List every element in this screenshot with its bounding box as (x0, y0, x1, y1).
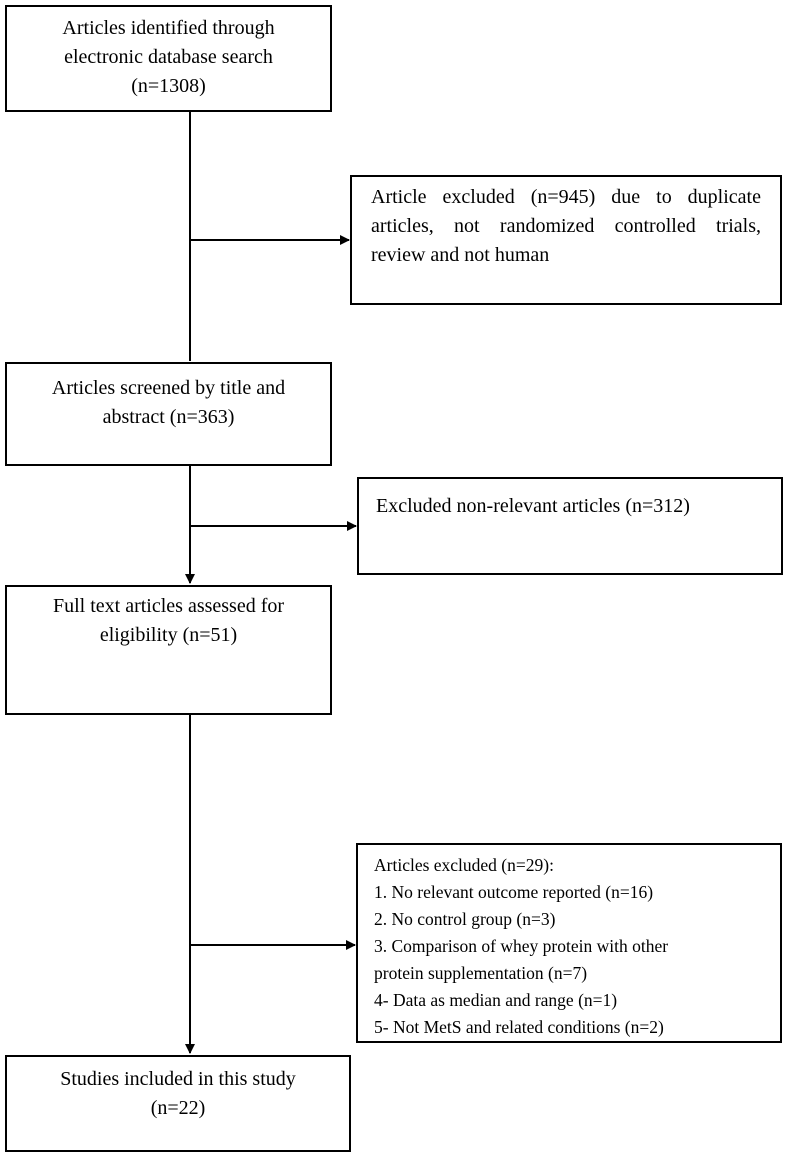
box-text-line: abstract (n=363) (102, 406, 235, 428)
box-text-line: Articles screened by title and (51, 377, 286, 399)
box-text-line: protein supplementation (n=7) (374, 963, 588, 983)
box-text-line: Full text articles assessed for (52, 595, 285, 617)
box-text-line: articles, not randomized controlled tria… (371, 215, 761, 237)
box-excluded-duplicates: Article excluded (n=945) due to duplicat… (350, 175, 782, 305)
box-text-line: review and not human (371, 244, 550, 266)
box-text-line: Studies included in this study (60, 1068, 296, 1090)
box-text-line: 2. No control group (n=3) (374, 909, 556, 929)
box-text-line: Articles excluded (n=29): (374, 855, 554, 875)
box-text-line: 5- Not MetS and related conditions (n=2) (374, 1017, 664, 1037)
box-text-line: Articles identified through (62, 17, 275, 39)
box-excluded-full-text: Articles excluded (n=29): 1. No relevant… (356, 843, 782, 1043)
box-full-text-assessed: Full text articles assessed for eligibil… (5, 585, 332, 715)
box-text-line: (n=22) (150, 1097, 206, 1119)
box-studies-included: Studies included in this study (n=22) (5, 1055, 351, 1152)
box-text-line: Excluded non-relevant articles (n=312) (376, 495, 690, 517)
box-text-line: 3. Comparison of whey protein with other (374, 936, 669, 956)
box-excluded-nonrelevant: Excluded non-relevant articles (n=312) (357, 477, 783, 575)
box-text-line: 4- Data as median and range (n=1) (374, 990, 618, 1010)
box-articles-identified: Articles identified through electronic d… (5, 5, 332, 112)
box-articles-screened: Articles screened by title and abstract … (5, 362, 332, 466)
box-text-line: (n=1308) (131, 75, 206, 97)
box-text-line: electronic database search (64, 46, 273, 68)
box-text-line: Article excluded (n=945) due to duplicat… (371, 186, 761, 208)
box-text-line: eligibility (n=51) (99, 624, 238, 646)
box-text-line: 1. No relevant outcome reported (n=16) (374, 882, 654, 902)
